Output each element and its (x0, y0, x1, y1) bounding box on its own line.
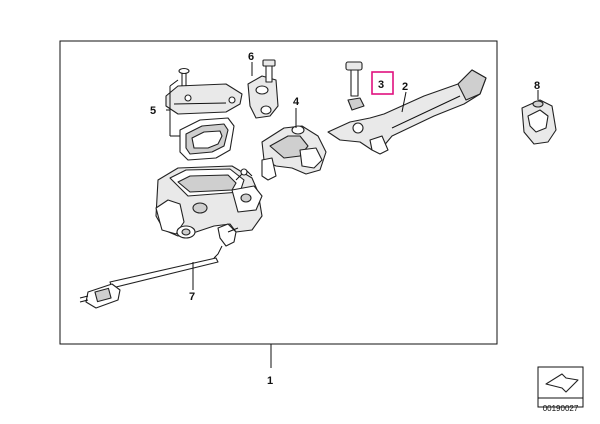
reservoir-cover-icon (165, 83, 243, 115)
callout-5: 5 (150, 105, 156, 117)
bolt-nut-icon (345, 61, 365, 111)
leader-line-2 (401, 91, 407, 113)
callout-3-highlight-box (371, 71, 394, 95)
direction-arrow-icon (545, 373, 579, 393)
screw-icon (262, 59, 276, 83)
gasket-icon (179, 117, 235, 161)
callout-4: 4 (293, 96, 300, 108)
brake-master-cylinder-icon (155, 165, 263, 239)
leader-bracket-5 (166, 79, 180, 137)
brake-light-switch-icon (79, 223, 239, 309)
callout-3: 3 (378, 79, 384, 91)
diagram-code: 00190027 (543, 404, 579, 413)
diagram-frame (59, 40, 498, 345)
diagram-code-box: 00190027 (537, 366, 584, 413)
callout-2: 2 (402, 81, 408, 93)
callout-7: 7 (189, 291, 195, 303)
screw-icon (178, 67, 190, 86)
callout-1: 1 (267, 375, 273, 387)
clamp-icon (521, 99, 557, 145)
brake-lever-icon (327, 69, 487, 155)
callout-8: 8 (534, 80, 540, 92)
callout-6: 6 (248, 51, 254, 63)
clamp-icon (247, 75, 279, 119)
lever-bracket-icon (261, 125, 327, 181)
